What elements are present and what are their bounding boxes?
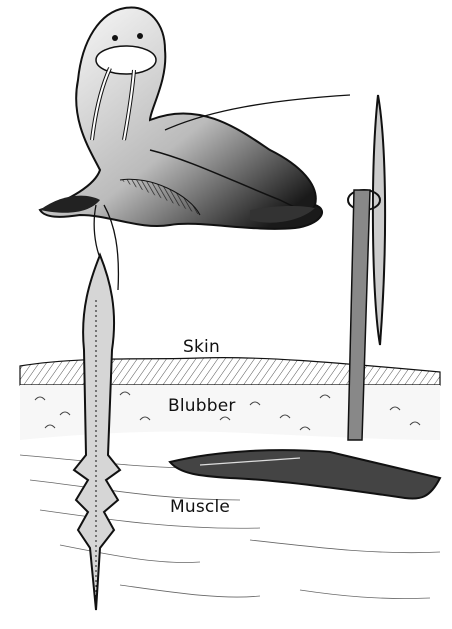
walrus-eye-icon [112,35,118,41]
muscle-label: Muscle [170,497,230,517]
skin-label: Skin [183,337,220,357]
blubber-label: Blubber [168,396,236,416]
walrus-icon [40,8,322,229]
skin-layer [20,358,440,385]
